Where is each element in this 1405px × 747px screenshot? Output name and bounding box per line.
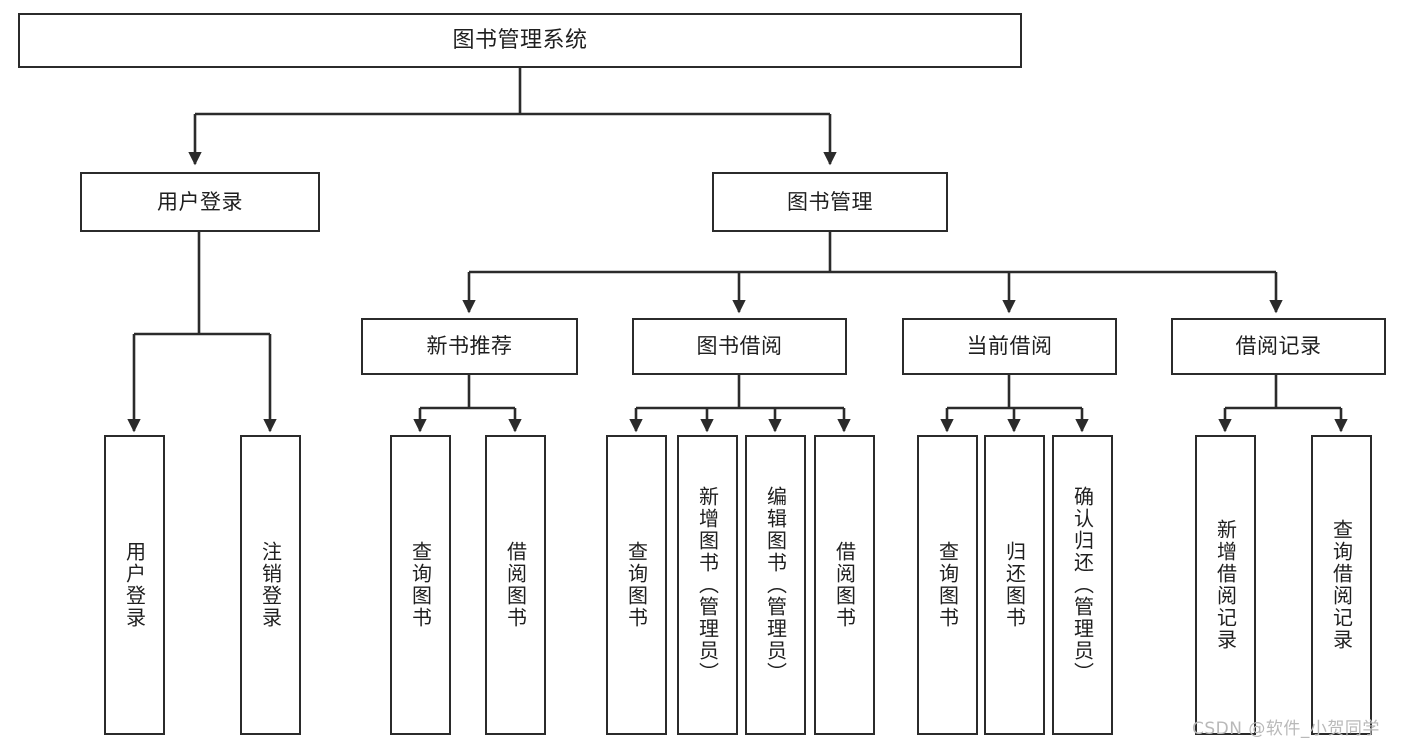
leaf-query-book-3-label: 查询图书 <box>935 541 960 629</box>
leaf-edit-book-label: 编辑图书（管理员） <box>763 486 788 684</box>
leaf-logout-label: 注销登录 <box>258 541 283 629</box>
node-borrow-record-label: 借阅记录 <box>1235 334 1322 359</box>
leaf-query-book-1[interactable]: 查询图书 <box>390 435 451 735</box>
leaf-add-book[interactable]: 新增图书（管理员） <box>677 435 738 735</box>
leaf-add-record-label: 新增借阅记录 <box>1213 519 1238 651</box>
leaf-query-book-1-label: 查询图书 <box>408 541 433 629</box>
leaf-borrow-book-1[interactable]: 借阅图书 <box>485 435 546 735</box>
csdn-watermark: CSDN @软件_小贺同学 <box>1192 719 1380 739</box>
leaf-query-record[interactable]: 查询借阅记录 <box>1311 435 1372 735</box>
leaf-edit-book[interactable]: 编辑图书（管理员） <box>745 435 806 735</box>
leaf-confirm-return-label: 确认归还（管理员） <box>1070 486 1095 684</box>
node-book-manage-label: 图书管理 <box>787 189 873 214</box>
leaf-add-book-label: 新增图书（管理员） <box>695 486 720 684</box>
node-borrow-record[interactable]: 借阅记录 <box>1171 318 1386 375</box>
node-root[interactable]: 图书管理系统 <box>18 13 1022 68</box>
node-new-book-recommend[interactable]: 新书推荐 <box>361 318 578 375</box>
leaf-query-book-2[interactable]: 查询图书 <box>606 435 667 735</box>
leaf-query-record-label: 查询借阅记录 <box>1329 519 1354 651</box>
node-user-login[interactable]: 用户登录 <box>80 172 320 232</box>
leaf-borrow-book-1-label: 借阅图书 <box>503 541 528 629</box>
leaf-borrow-book-2-label: 借阅图书 <box>832 541 857 629</box>
leaf-logout[interactable]: 注销登录 <box>240 435 301 735</box>
leaf-return-book-label: 归还图书 <box>1002 541 1027 629</box>
node-book-manage[interactable]: 图书管理 <box>712 172 948 232</box>
node-current-borrow-label: 当前借阅 <box>966 334 1053 359</box>
node-root-label: 图书管理系统 <box>452 27 588 53</box>
node-book-borrow[interactable]: 图书借阅 <box>632 318 847 375</box>
leaf-user-login[interactable]: 用户登录 <box>104 435 165 735</box>
leaf-user-login-label: 用户登录 <box>122 541 147 629</box>
leaf-borrow-book-2[interactable]: 借阅图书 <box>814 435 875 735</box>
leaf-query-book-2-label: 查询图书 <box>624 541 649 629</box>
node-user-login-label: 用户登录 <box>157 189 243 214</box>
leaf-query-book-3[interactable]: 查询图书 <box>917 435 978 735</box>
node-new-book-recommend-label: 新书推荐 <box>426 334 513 359</box>
node-current-borrow[interactable]: 当前借阅 <box>902 318 1117 375</box>
node-book-borrow-label: 图书借阅 <box>696 334 783 359</box>
leaf-return-book[interactable]: 归还图书 <box>984 435 1045 735</box>
leaf-add-record[interactable]: 新增借阅记录 <box>1195 435 1256 735</box>
leaf-confirm-return[interactable]: 确认归还（管理员） <box>1052 435 1113 735</box>
